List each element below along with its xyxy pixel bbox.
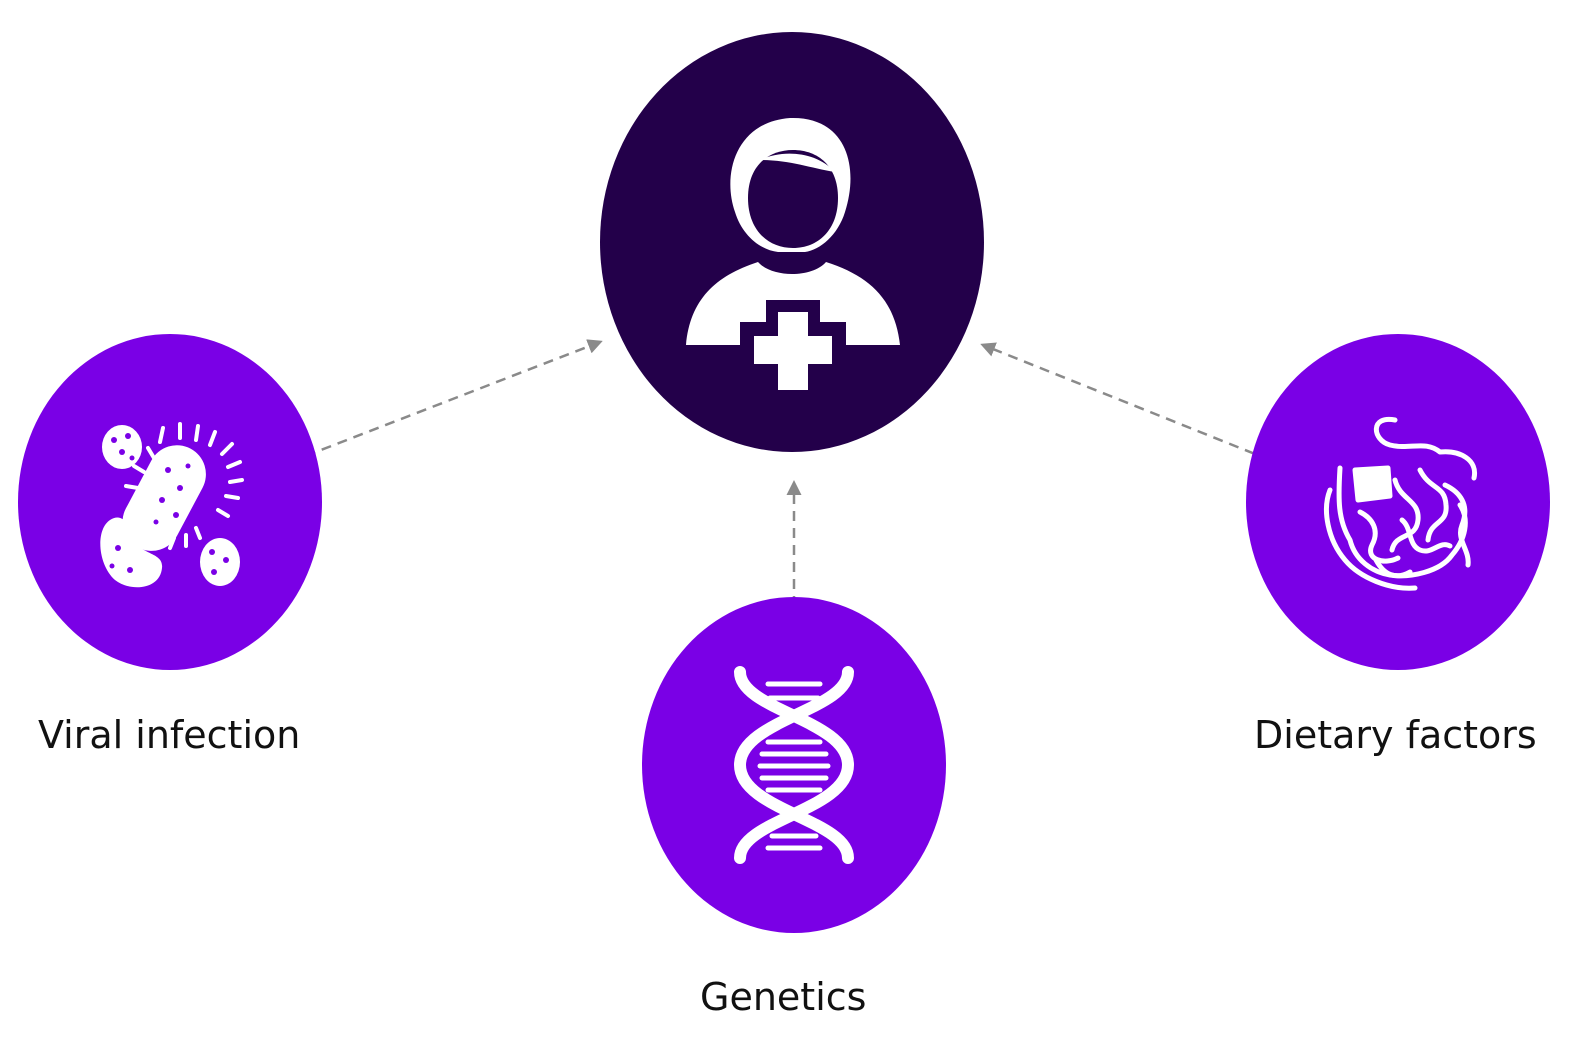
- intestines-icon: [1324, 416, 1478, 591]
- dietary-factors-node: [1246, 334, 1550, 670]
- medical-cross-icon: [740, 300, 846, 402]
- genetics-label: Genetics: [700, 975, 867, 1019]
- genetics-node: [642, 597, 946, 933]
- center-node: [600, 32, 984, 452]
- viral-infection-node: [18, 334, 322, 670]
- face-shape: [748, 150, 838, 248]
- viral-infection-label: Viral infection: [38, 713, 301, 757]
- dna-helix-icon: [733, 666, 855, 864]
- bacteria-dots: [109, 433, 229, 575]
- edge-dietary-to-center: [980, 342, 1271, 462]
- edge-viral-to-center: [289, 339, 603, 464]
- dna-rungs: [757, 681, 831, 851]
- dietary-factors-label: Dietary factors: [1254, 713, 1537, 757]
